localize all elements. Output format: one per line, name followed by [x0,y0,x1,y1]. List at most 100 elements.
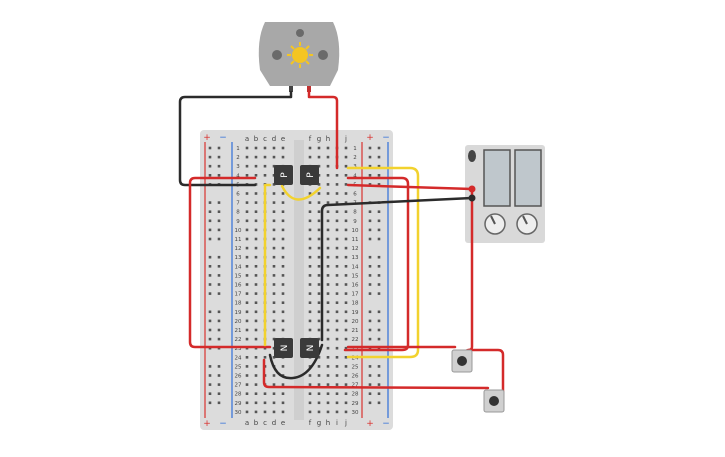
breadboard-hole[interactable] [368,283,372,286]
breadboard-hole[interactable] [281,365,285,368]
breadboard-hole[interactable] [317,337,321,341]
breadboard-hole[interactable] [217,365,221,368]
breadboard-hole[interactable] [208,274,212,277]
breadboard-hole[interactable] [317,410,321,414]
breadboard-hole[interactable] [377,374,381,377]
breadboard-hole[interactable] [217,219,221,223]
breadboard-hole[interactable] [368,219,372,223]
breadboard-hole[interactable] [377,174,381,177]
breadboard-hole[interactable] [254,237,258,241]
breadboard-hole[interactable] [208,337,212,341]
breadboard-hole[interactable] [208,265,212,268]
breadboard-hole[interactable] [208,164,212,168]
breadboard-hole[interactable] [368,274,372,277]
breadboard-hole[interactable] [281,292,285,295]
breadboard-hole[interactable] [344,155,348,159]
breadboard-hole[interactable] [245,255,249,259]
breadboard-hole[interactable] [335,410,339,414]
breadboard-hole[interactable] [208,319,212,323]
breadboard-hole[interactable] [344,328,348,332]
breadboard-hole[interactable] [335,219,339,223]
breadboard-hole[interactable] [335,328,339,332]
breadboard-hole[interactable] [272,265,276,268]
breadboard-hole[interactable] [317,228,321,232]
breadboard-hole[interactable] [208,383,212,386]
breadboard-hole[interactable] [281,255,285,259]
breadboard-hole[interactable] [368,228,372,232]
breadboard-hole[interactable] [317,192,321,195]
breadboard-hole[interactable] [281,392,285,395]
breadboard-hole[interactable] [326,274,330,277]
breadboard-hole[interactable] [217,146,221,150]
breadboard-hole[interactable] [344,183,348,186]
breadboard-hole[interactable] [281,265,285,268]
breadboard-hole[interactable] [245,237,249,241]
breadboard-hole[interactable] [335,255,339,259]
breadboard-hole[interactable] [245,265,249,268]
breadboard-hole[interactable] [377,392,381,395]
breadboard-hole[interactable] [368,155,372,159]
breadboard-hole[interactable] [217,237,221,241]
breadboard-hole[interactable] [326,201,330,204]
breadboard-hole[interactable] [281,155,285,159]
breadboard-hole[interactable] [335,374,339,377]
breadboard-hole[interactable] [217,337,221,341]
breadboard-hole[interactable] [272,201,276,204]
breadboard-hole[interactable] [254,328,258,332]
breadboard-hole[interactable] [326,374,330,377]
breadboard-hole[interactable] [254,192,258,195]
breadboard-hole[interactable] [308,155,312,159]
wire-black-bottom[interactable] [268,343,324,380]
breadboard-hole[interactable] [245,319,249,323]
breadboard-hole[interactable] [272,401,276,405]
breadboard-hole[interactable] [326,246,330,250]
breadboard-hole[interactable] [217,383,221,386]
breadboard-hole[interactable] [344,365,348,368]
breadboard-hole[interactable] [335,246,339,250]
breadboard-hole[interactable] [281,237,285,241]
wire-yellow-right[interactable] [346,166,420,359]
breadboard-hole[interactable] [272,228,276,232]
breadboard-hole[interactable] [217,228,221,232]
breadboard-hole[interactable] [254,219,258,223]
breadboard-hole[interactable] [326,401,330,405]
breadboard-hole[interactable] [208,310,212,314]
breadboard-hole[interactable] [245,283,249,286]
breadboard-hole[interactable] [254,337,258,341]
breadboard-hole[interactable] [281,301,285,304]
breadboard-hole[interactable] [335,274,339,277]
breadboard-hole[interactable] [368,292,372,295]
breadboard-hole[interactable] [335,319,339,323]
breadboard-hole[interactable] [272,283,276,286]
breadboard-hole[interactable] [272,274,276,277]
breadboard-hole[interactable] [254,319,258,323]
breadboard-hole[interactable] [254,365,258,368]
breadboard-hole[interactable] [308,328,312,332]
breadboard-hole[interactable] [272,210,276,213]
breadboard-hole[interactable] [272,392,276,395]
breadboard-hole[interactable] [308,265,312,268]
breadboard-hole[interactable] [377,274,381,277]
breadboard-hole[interactable] [368,237,372,241]
breadboard-hole[interactable] [208,328,212,332]
breadboard-hole[interactable] [208,283,212,286]
breadboard-hole[interactable] [272,146,276,150]
breadboard-hole[interactable] [281,146,285,150]
breadboard-hole[interactable] [317,374,321,377]
breadboard-hole[interactable] [308,283,312,286]
breadboard-hole[interactable] [245,146,249,150]
breadboard-hole[interactable] [281,283,285,286]
breadboard-hole[interactable] [326,155,330,159]
transistor-q1[interactable]: P [274,165,293,185]
breadboard-hole[interactable] [377,365,381,368]
breadboard-hole[interactable] [335,401,339,405]
wire-black-motor[interactable] [178,90,293,187]
breadboard-hole[interactable] [368,319,372,323]
breadboard-hole[interactable] [281,192,285,195]
breadboard-hole[interactable] [344,210,348,213]
breadboard-hole[interactable] [263,155,267,159]
breadboard-hole[interactable] [344,401,348,405]
breadboard-hole[interactable] [254,255,258,259]
breadboard-hole[interactable] [254,283,258,286]
breadboard-hole[interactable] [335,337,339,341]
